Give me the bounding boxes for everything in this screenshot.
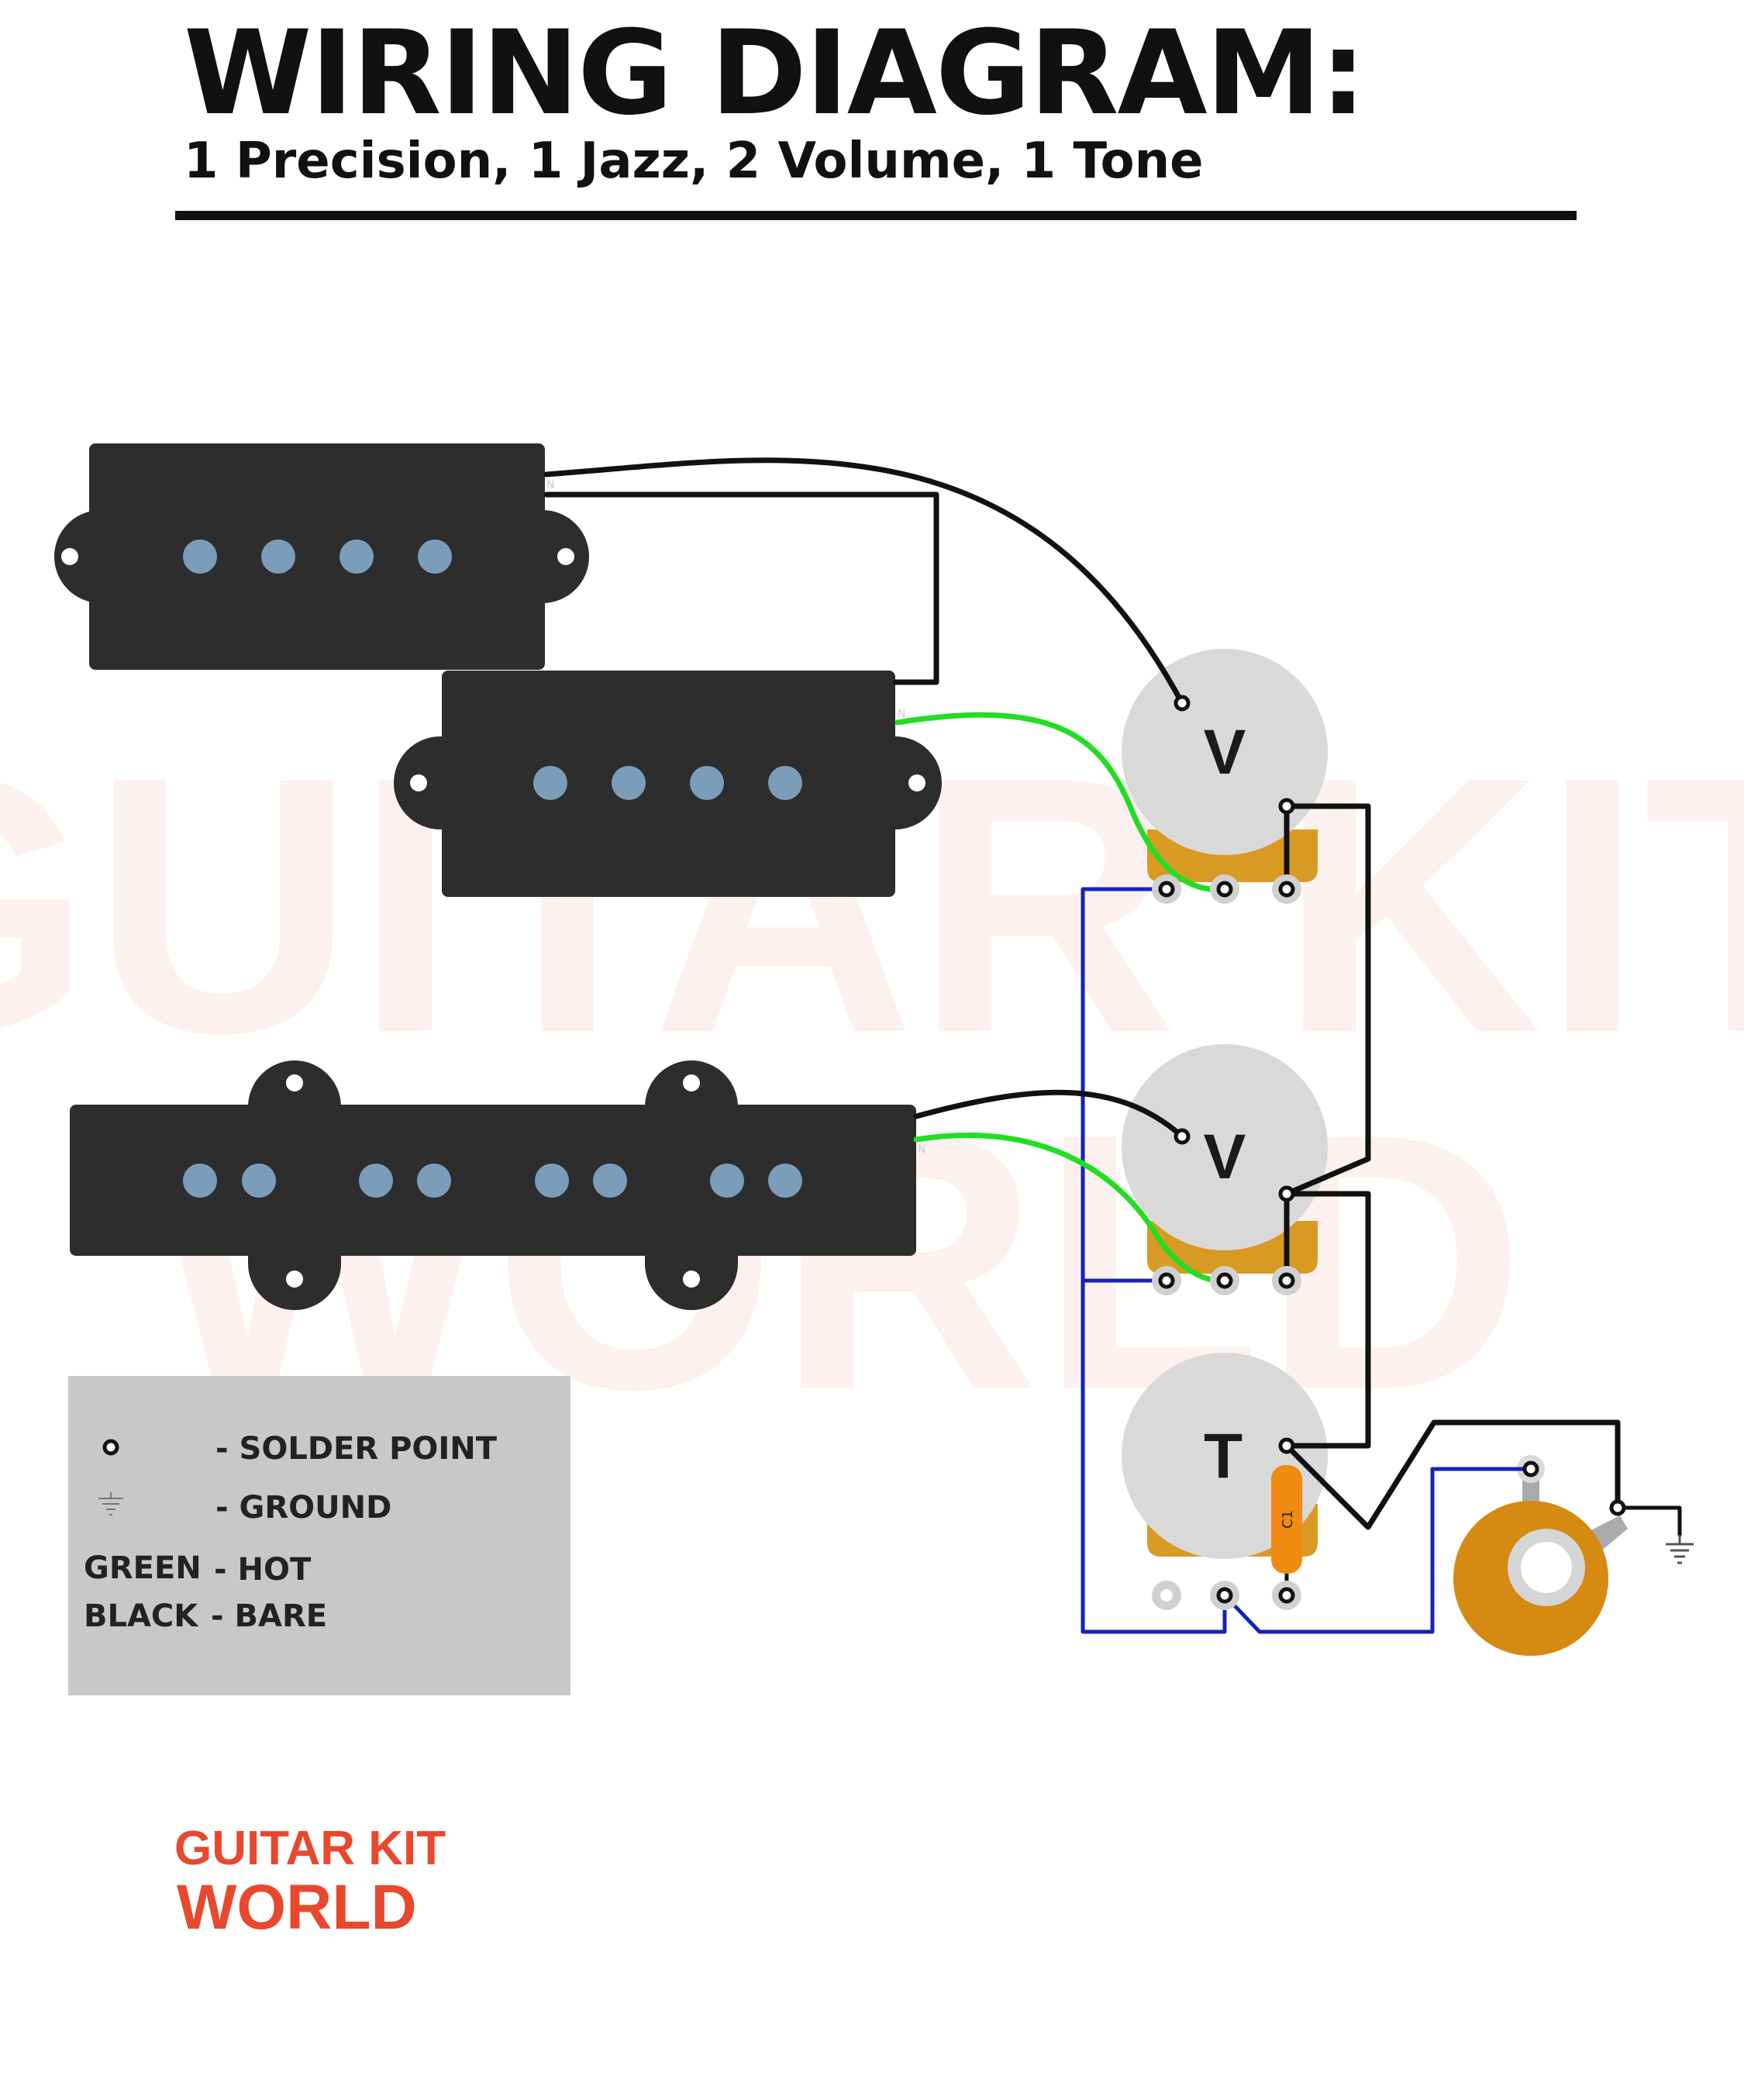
title-underline	[175, 211, 1577, 220]
pole-piece	[339, 540, 374, 574]
mounting-screw-hole	[557, 548, 574, 565]
legend-key-green: GREEN	[84, 1550, 202, 1586]
mounting-screw-hole	[683, 1271, 700, 1288]
pole-piece	[242, 1164, 276, 1198]
capacitor-body	[1271, 1465, 1302, 1574]
volume-pot-1-label: V	[1204, 717, 1246, 788]
precision-pickup-lower	[394, 671, 942, 897]
tone-pot-label: T	[1204, 1421, 1243, 1491]
page-title: WIRING DIAGRAM:	[184, 6, 1367, 141]
pole-piece	[593, 1164, 627, 1198]
solder-point-icon	[1158, 1272, 1175, 1289]
jack-hole	[1521, 1542, 1572, 1593]
solder-point-icon	[102, 1439, 119, 1456]
solder-point-icon	[1278, 1587, 1295, 1604]
solder-point-icon	[1216, 881, 1233, 898]
legend-box	[68, 1376, 570, 1695]
solder-point-icon	[1609, 1499, 1626, 1516]
mounting-screw-hole	[286, 1074, 303, 1091]
pickup-body	[442, 671, 895, 897]
bare-wire	[913, 1089, 1185, 1140]
legend-key-black: BLACK	[84, 1598, 199, 1634]
solder-point-icon	[1174, 1128, 1191, 1145]
solder-point-icon	[1278, 798, 1295, 815]
legend-ground: - GROUND	[215, 1490, 391, 1526]
pole-piece	[417, 1164, 451, 1198]
pickup-body	[89, 443, 545, 670]
precision-pickup-upper	[54, 443, 589, 670]
solder-point-icon	[1278, 1437, 1295, 1454]
output-jack	[1453, 1455, 1628, 1656]
solder-point-icon	[1278, 881, 1295, 898]
mounting-screw-hole	[61, 548, 78, 565]
bare-wire	[1284, 1419, 1621, 1530]
page-subtitle: 1 Precision, 1 Jazz, 2 Volume, 1 Tone	[184, 133, 1204, 190]
pickup-terminal-label: N	[898, 708, 905, 720]
pole-piece	[418, 540, 452, 574]
legend-bare: - BARE	[211, 1598, 327, 1634]
bare-wire	[543, 457, 1185, 706]
ground-wire	[1222, 1467, 1533, 1634]
logo-line2: WORLD	[177, 1872, 417, 1943]
pole-piece	[710, 1164, 744, 1198]
capacitor-c1: C1	[1271, 1465, 1302, 1589]
pickup-terminal-label: N	[918, 1143, 925, 1156]
ground-icon	[98, 1492, 123, 1516]
solder-point-icon	[1174, 695, 1191, 712]
solder-point-icon	[1216, 1587, 1233, 1604]
hot-wire	[913, 1133, 1228, 1284]
jazz-pickup	[70, 1060, 916, 1310]
pole-piece	[768, 766, 802, 800]
mounting-screw-hole	[410, 774, 427, 791]
solder-points	[1158, 695, 1626, 1604]
logo-line1: GUITAR KIT	[174, 1822, 446, 1875]
pole-piece	[768, 1164, 802, 1198]
hot-wire	[894, 712, 1228, 893]
pole-piece	[535, 1164, 569, 1198]
legend-solder-point: - SOLDER POINT	[215, 1431, 498, 1467]
pole-piece	[261, 540, 295, 574]
pole-piece	[183, 540, 217, 574]
solder-point-icon	[1522, 1460, 1539, 1478]
pole-piece	[612, 766, 646, 800]
solder-point-icon	[1216, 1272, 1233, 1289]
bare-wire	[543, 491, 939, 685]
solder-point-icon	[1158, 881, 1175, 898]
volume-pot-2: V	[1122, 1044, 1328, 1274]
pot-body	[1122, 1044, 1328, 1250]
mounting-screw-hole	[683, 1074, 700, 1091]
mounting-screw-hole	[908, 774, 925, 791]
ground-wire	[1081, 887, 1227, 1634]
mounting-screw-hole	[286, 1271, 303, 1288]
solder-point-icon	[1278, 1272, 1295, 1289]
pole-piece	[533, 766, 567, 800]
ground-wire	[1615, 1505, 1682, 1537]
brand-logo: GUITAR KIT WORLD	[174, 1822, 446, 1943]
legend: - SOLDER POINT - GROUND GREEN - HOT BLAC…	[68, 1376, 570, 1695]
solder-point-icon	[1278, 1185, 1295, 1202]
volume-pot-1: V	[1122, 649, 1328, 882]
capacitor-label: C1	[1280, 1510, 1296, 1529]
legend-hot: - HOT	[214, 1552, 312, 1588]
pole-piece	[183, 1164, 217, 1198]
pole-piece	[690, 766, 724, 800]
ground-icon	[1666, 1535, 1694, 1564]
pole-piece	[359, 1164, 393, 1198]
pickup-body	[70, 1105, 916, 1256]
volume-pot-2-label: V	[1204, 1122, 1246, 1192]
lug-hole	[1160, 1589, 1173, 1602]
pickup-terminal-label: N	[546, 479, 554, 491]
pot-body	[1122, 649, 1328, 855]
